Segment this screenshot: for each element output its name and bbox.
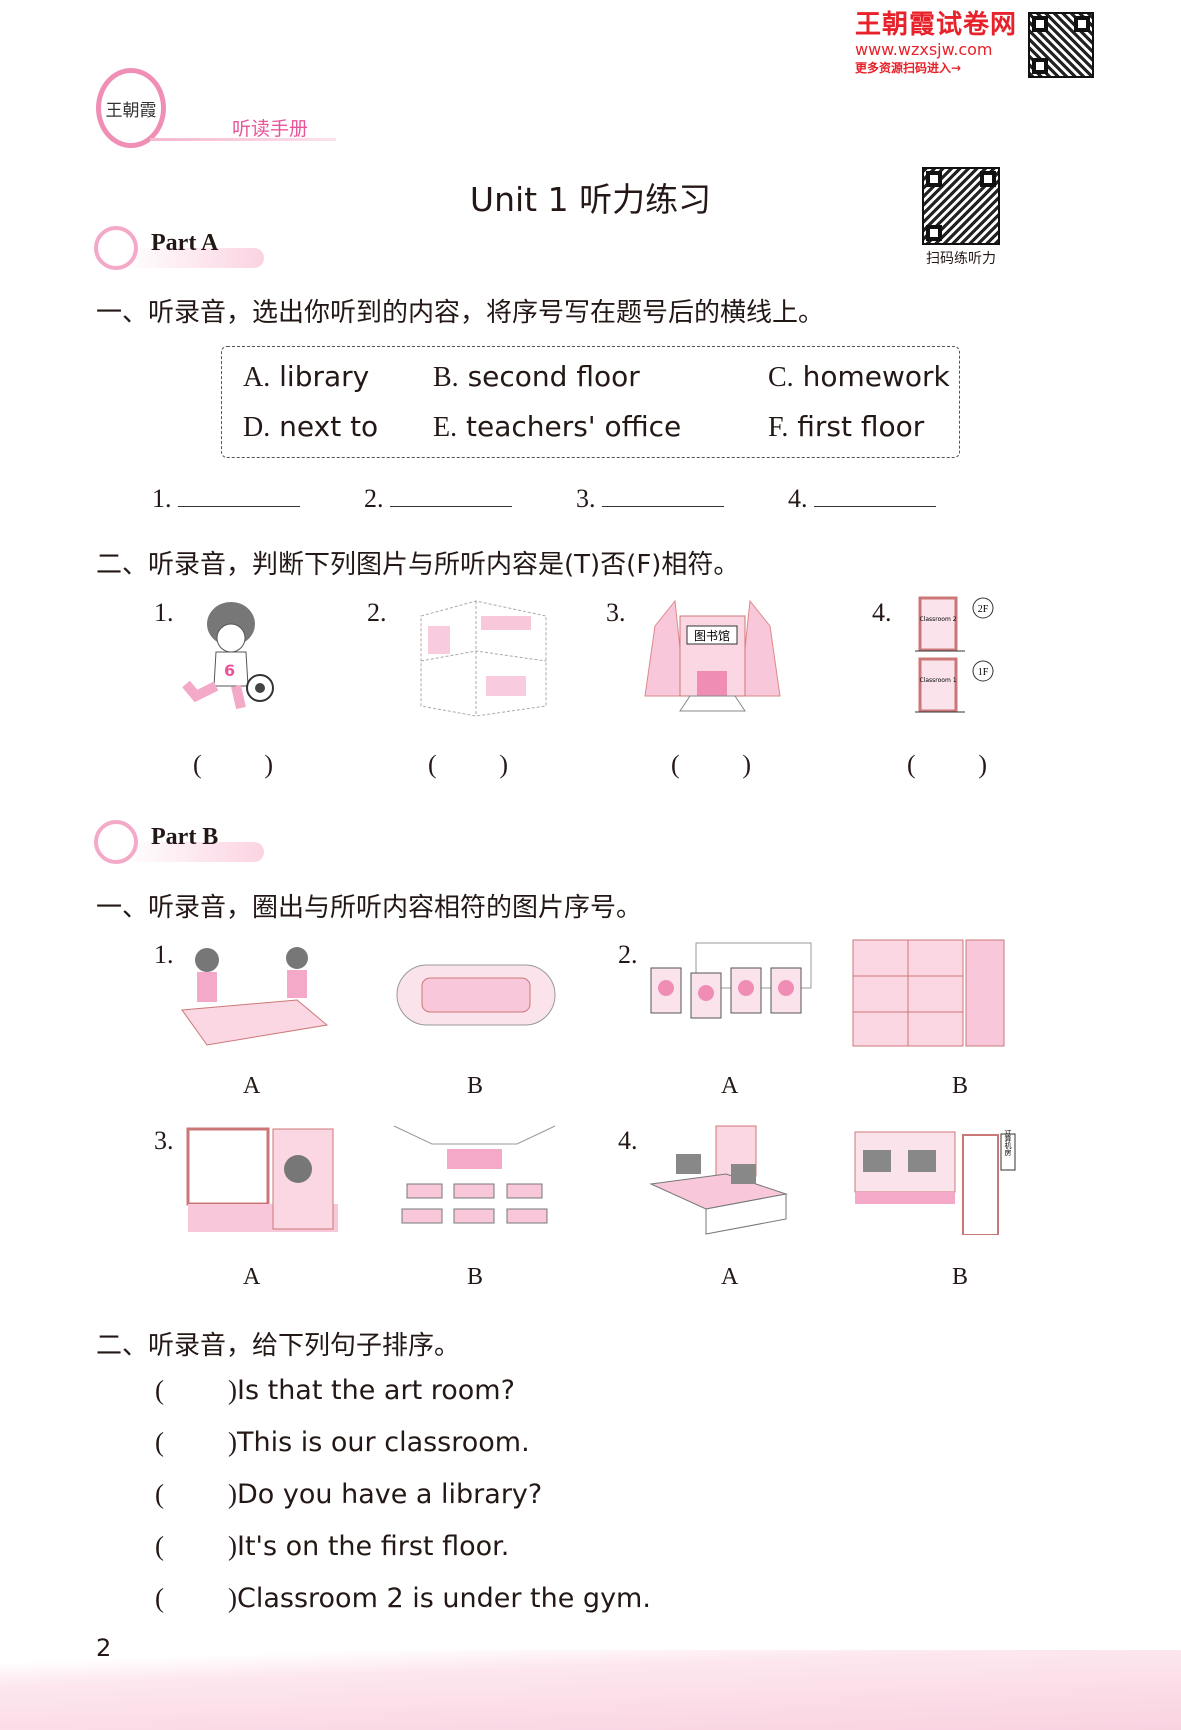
boy-playing-football-picture: 6 <box>182 602 274 710</box>
option-b: B. second floor <box>433 360 640 393</box>
sentence-item[interactable]: ()Do you have a library? <box>155 1479 543 1510</box>
part-a-q1-heading: 一、听录音，选出你听到的内容，将序号写在题号后的横线上。 <box>96 298 825 328</box>
option-a: A. library <box>243 360 370 393</box>
classroom-doors-picture: Classroom 2 Classroom 1 2F 1F <box>915 596 994 713</box>
library-building-picture: 图书馆 <box>644 599 781 712</box>
floor-1f-badge: 1F <box>978 667 989 678</box>
teachers-office-picture <box>649 1125 788 1235</box>
sentence-item[interactable]: ()This is our classroom. <box>155 1427 530 1458</box>
part-a-label: Part A <box>151 230 219 256</box>
answer-paren-4[interactable]: () <box>907 750 987 779</box>
option-e: E. teachers' office <box>433 410 682 443</box>
qr-caption: 扫码练听力 <box>926 251 996 267</box>
footer-band <box>0 1650 1181 1730</box>
sentence-item[interactable]: ()Classroom 2 is under the gym. <box>155 1583 651 1614</box>
option-c: C. homework <box>768 360 950 393</box>
answer-blank-3[interactable]: 3. <box>576 484 724 514</box>
children-gardening-picture <box>181 947 329 1046</box>
school-building-cutaway-picture <box>420 600 547 717</box>
part-b-q1-heading: 一、听录音，圈出与所听内容相符的图片序号。 <box>96 893 643 923</box>
part-b-label: Part B <box>151 824 219 850</box>
floor-2f-badge: 2F <box>978 604 989 615</box>
window-room-picture <box>186 1127 338 1232</box>
art-room-picture <box>650 942 812 1019</box>
door-label-2: Classroom 2 <box>919 616 956 623</box>
answer-paren-2[interactable]: () <box>428 750 508 779</box>
classroom-picture <box>393 1125 556 1224</box>
playground-track-picture <box>396 964 556 1026</box>
choice-4b[interactable]: B <box>952 1264 969 1290</box>
door-label-1: Classroom 1 <box>919 677 956 684</box>
answer-blank-4[interactable]: 4. <box>788 484 936 514</box>
option-d: D. next to <box>243 410 379 443</box>
item-number: 1. <box>154 940 174 969</box>
series-title: 听读手册 <box>232 118 309 140</box>
item-number: 4. <box>618 1126 638 1155</box>
choice-3a[interactable]: A <box>243 1264 261 1290</box>
choice-1a[interactable]: A <box>243 1073 261 1099</box>
choice-2b[interactable]: B <box>952 1073 969 1099</box>
computer-room-sign: 计算机房 <box>1004 1130 1012 1157</box>
choice-1b[interactable]: B <box>467 1073 484 1099</box>
brand-block: 王朝霞试卷网 www.wzxsjw.com 更多资源扫码进入→ <box>855 10 1025 76</box>
brand-more: 更多资源扫码进入→ <box>855 61 962 75</box>
item-number: 2. <box>618 940 638 969</box>
item-number: 1. <box>154 598 174 627</box>
part-a-q2-heading: 二、听录音，判断下列图片与所听内容是(T)否(F)相符。 <box>96 550 740 580</box>
headphones-icon <box>94 820 138 864</box>
item-number: 4. <box>872 598 892 627</box>
choice-4a[interactable]: A <box>721 1264 739 1290</box>
headphones-icon <box>94 226 138 270</box>
item-number: 2. <box>367 598 387 627</box>
listening-qr-code[interactable] <box>922 167 1000 245</box>
part-b-q2-heading: 二、听录音，给下列句子排序。 <box>96 1331 461 1361</box>
computer-room-picture: 计算机房 <box>854 1130 1016 1235</box>
library-shelves-picture <box>852 939 1005 1047</box>
choice-2a[interactable]: A <box>721 1073 739 1099</box>
part-b-banner: Part B <box>94 820 264 864</box>
brand-name: 王朝霞试卷网 <box>855 10 1018 40</box>
header-divider <box>150 138 336 141</box>
svg-text:6: 6 <box>224 661 235 680</box>
sentence-item[interactable]: ()It's on the first floor. <box>155 1531 510 1562</box>
answer-paren-3[interactable]: () <box>671 750 751 779</box>
library-sign: 图书馆 <box>694 628 730 643</box>
brand-url[interactable]: www.wzxsjw.com <box>855 40 993 59</box>
page-title: Unit 1 听力练习 <box>469 180 712 219</box>
answer-blank-1[interactable]: 1. <box>152 484 300 514</box>
answer-blank-2[interactable]: 2. <box>364 484 512 514</box>
item-number: 3. <box>606 598 626 627</box>
choice-3b[interactable]: B <box>467 1264 484 1290</box>
answer-paren-1[interactable]: () <box>193 750 273 779</box>
brand-qr-code[interactable] <box>1028 12 1094 78</box>
part-a-banner: Part A <box>94 226 264 270</box>
logo: 王朝霞 <box>96 68 166 148</box>
item-number: 3. <box>154 1126 174 1155</box>
options-box <box>221 346 960 458</box>
option-f: F. first floor <box>768 410 925 443</box>
logo-text: 王朝霞 <box>105 100 157 121</box>
page-number: 2 <box>96 1634 112 1662</box>
sentence-item[interactable]: ()Is that the art room? <box>155 1375 515 1406</box>
